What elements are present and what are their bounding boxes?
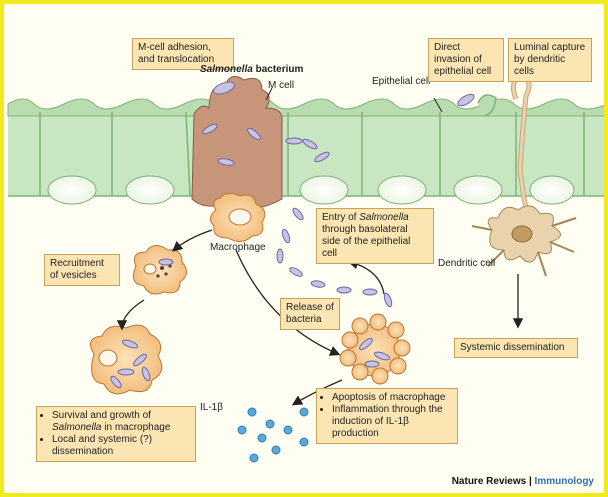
m-cell (191, 75, 283, 210)
inflammation-item: Inflammation through the induction of IL… (332, 404, 452, 440)
label-m-cell: M cell (268, 80, 295, 91)
m-cell-pointer (265, 87, 273, 101)
label-entry-basolateral: Entry of Salmonella through basolateral … (316, 208, 434, 264)
label-salmonella-bacterium: Salmonella bacterium (200, 64, 304, 75)
basolateral-bacteria (276, 137, 393, 308)
label-epithelial-cell: Epithelial cell (372, 76, 431, 87)
epithelial-pointer (433, 97, 443, 113)
invading-bacteria (457, 93, 497, 117)
arrow-to-vesicles (172, 229, 213, 252)
dendritic-cell (471, 69, 577, 277)
label-recruitment: Recruitment of vesicles (44, 254, 120, 286)
local-systemic-item: Local and systemic (?) dissemination (52, 434, 190, 458)
label-dendritic-cell: Dendritic cell (438, 258, 496, 269)
epithelial-nucleus (47, 175, 97, 205)
label-il1b: IL-1β (200, 402, 223, 413)
epithelial-nucleus (453, 175, 503, 205)
label-direct-invasion: Direct invasion of epithelial cell (428, 38, 504, 82)
arrow-to-apoptosis (235, 249, 341, 356)
diagram-canvas (7, 69, 604, 463)
il1b-molecules (237, 407, 309, 463)
epithelial-nucleus (125, 175, 175, 205)
label-systemic: Systemic dissemination (454, 338, 578, 358)
label-release: Release of bacteria (280, 298, 340, 330)
arrow-to-survival (116, 299, 145, 331)
label-apoptosis: Apoptosis of macrophage Inflammation thr… (316, 388, 458, 444)
survival-item: Survival and growth of Salmonella in mac… (52, 410, 190, 434)
label-survival: Survival and growth of Salmonella in mac… (36, 406, 196, 462)
label-luminal-capture: Luminal capture by dendritic cells (508, 38, 592, 82)
epithelial-nucleus (299, 175, 349, 205)
label-m-cell-adhesion: M-cell adhesion, and translocation (132, 38, 234, 70)
macrophage-main (210, 192, 266, 242)
salmonella-bacterium (213, 81, 235, 95)
apoptosis-item: Apoptosis of macrophage (332, 392, 452, 404)
epithelium-layer (7, 98, 604, 205)
macrophage-vesicles (132, 245, 187, 295)
epithelial-nucleus (377, 175, 427, 205)
macrophage-survival (89, 324, 163, 395)
label-macrophage: Macrophage (210, 242, 266, 253)
source-credit: Nature Reviews | Immunology (451, 476, 594, 487)
macrophage-apoptotic (339, 313, 411, 385)
epithelial-nucleus (529, 175, 575, 205)
